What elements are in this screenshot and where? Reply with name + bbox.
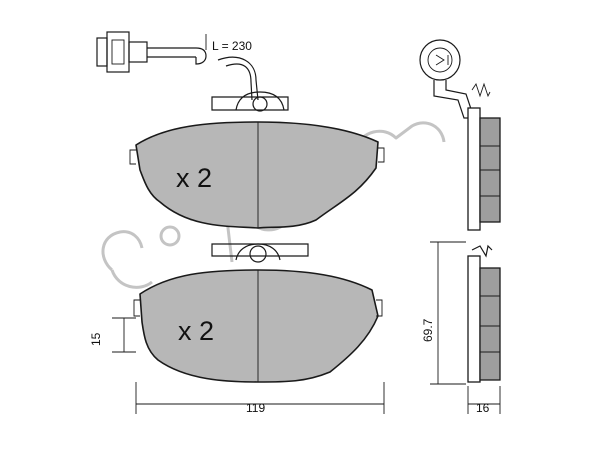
thickness-label: 16: [476, 401, 490, 415]
bottom-pad-quantity: x 2: [178, 316, 214, 346]
tab-offset-dimension: 15: [89, 317, 136, 353]
wire-length-label: L = 230: [212, 39, 252, 53]
side-view-top: [419, 39, 501, 231]
bottom-brake-pad: x 2: [133, 243, 383, 383]
side-view-bottom: [467, 244, 501, 383]
height-label: 69.7: [421, 318, 435, 342]
width-label: 119: [246, 401, 265, 415]
thickness-dimension: 16: [467, 386, 501, 415]
wear-sensor-connector: [96, 31, 259, 101]
tab-offset-label: 15: [89, 332, 103, 346]
wire-length-dimension: L = 230: [205, 34, 252, 53]
top-pad-quantity: x 2: [176, 163, 212, 193]
width-dimension: 119: [135, 382, 385, 415]
height-dimension: 69.7: [421, 241, 466, 385]
top-brake-pad: x 2: [129, 91, 385, 229]
